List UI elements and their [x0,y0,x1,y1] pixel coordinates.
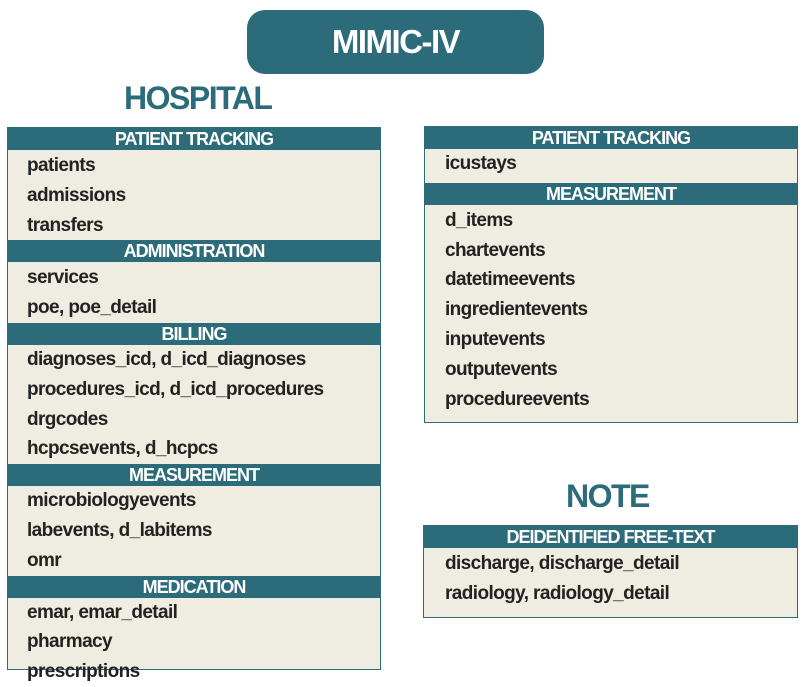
table-item: patients [27,155,96,176]
table-item: procedures_icd, d_icd_procedures [27,378,324,400]
hospital-section-patient-tracking-header: PATIENT TRACKING [8,128,380,150]
hospital-module-title: HOSPITAL [124,80,273,116]
note-section-free-text-header: DEIDENTIFIED FREE-TEXT [424,526,797,548]
table-item: omr [27,549,62,571]
hospital-section-billing-list: diagnoses_icd, d_icd_diagnoses procedure… [8,345,380,464]
table-item: prescriptions [27,661,140,683]
hospital-section-measurement-list: microbiologyevents labevents, d_labitems… [8,486,380,575]
table-item: icustays [445,153,517,174]
table-item: transfers [27,214,104,236]
icu-section-measurement-header: MEASUREMENT [425,182,797,205]
table-item: microbiologyevents [27,490,196,512]
table-item: inputevents [445,328,546,350]
hospital-section-measurement-header: MEASUREMENT [8,464,380,487]
table-item: hcpcsevents, d_hcpcs [27,438,218,460]
table-item: services [27,267,99,289]
table-item: ingredientevents [445,299,588,321]
hospital-section-medication-list: emar, emar_detail pharmacy prescriptions [8,598,380,687]
table-item: radiology, radiology_detail [445,582,670,604]
table-item: d_items [445,209,513,231]
hospital-panel: PATIENT TRACKING patients admissions tra… [7,127,381,682]
table-item: labevents, d_labitems [27,519,212,541]
hospital-section-medication-header: MEDICATION [8,575,380,598]
table-item: drgcodes [27,408,108,430]
table-item: diagnoses_icd, d_icd_diagnoses [27,348,306,370]
icu-section-patient-tracking-list: icustays [425,149,797,179]
note-module-title: NOTE [566,478,650,514]
table-item: outputevents [445,358,558,380]
table-item: chartevents [445,239,546,261]
table-item: discharge, discharge_detail [445,553,680,574]
hospital-section-administration-header: ADMINISTRATION [8,240,380,263]
table-item: admissions [27,184,126,206]
table-item: poe, poe_detail [27,297,157,319]
icu-section-patient-tracking-header: PATIENT TRACKING [425,127,797,149]
note-section-free-text-list: discharge, discharge_detail radiology, r… [424,548,797,609]
icu-panel: PATIENT TRACKING icustays MEASUREMENT d_… [424,126,798,423]
hospital-section-patient-tracking-list: patients admissions transfers [8,150,380,240]
table-item: pharmacy [27,631,113,653]
icu-section-measurement-list: d_items chartevents datetimeevents ingre… [425,205,797,415]
hospital-section-billing-header: BILLING [8,322,380,345]
hospital-section-administration-list: services poe, poe_detail [8,262,380,323]
main-title: MIMIC-IV [247,10,544,74]
table-item: procedureevents [445,388,590,410]
table-item: emar, emar_detail [27,601,178,623]
table-item: datetimeevents [445,269,576,291]
note-panel: DEIDENTIFIED FREE-TEXT discharge, discha… [423,525,798,618]
